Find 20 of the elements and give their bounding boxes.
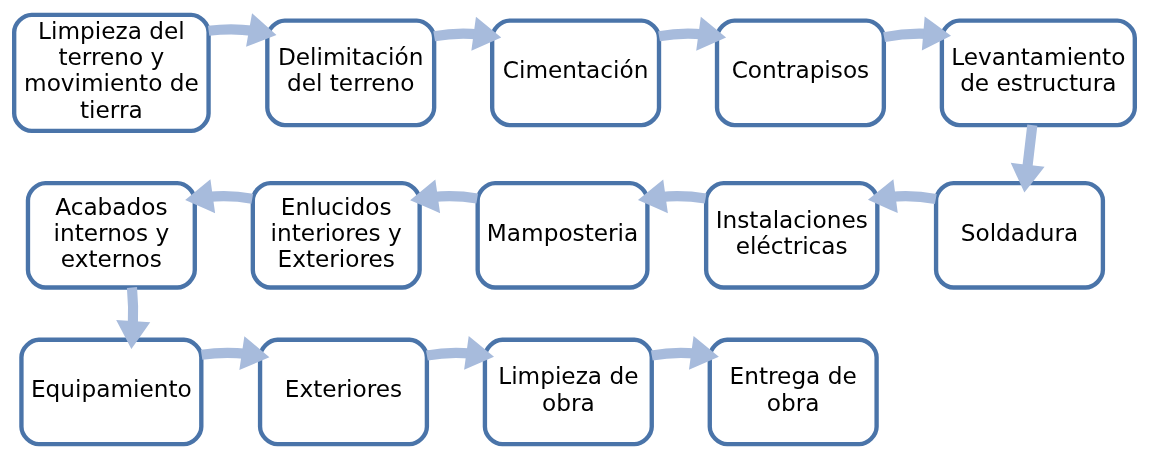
node-box: Entrega de obra [707,337,879,447]
arrow [433,16,502,51]
node-box: Cimentación [490,18,662,128]
node-box: Instalaciones eléctricas [703,180,880,290]
arrow [867,179,937,214]
arrow [883,16,951,51]
node-box: Contrapisos [714,18,887,128]
arrow [1010,124,1045,193]
node-box: Levantamiento de estructura [939,18,1137,128]
node-box: Soldadura [933,180,1106,290]
node-box: Exteriores [257,337,430,447]
node-box: Equipamiento [19,337,204,447]
node-box: Limpieza de obra [482,337,654,447]
node-box: Limpieza del terreno y movimiento de tierra [12,12,211,134]
node-box: Delimitación del terreno [265,18,437,128]
node-box: Enlucidos interiores y Exteriores [250,180,422,290]
node-box: Acabados internos y externos [25,180,197,290]
node-box: Mamposteria [475,180,650,290]
arrow [116,287,151,349]
arrow [208,13,277,47]
